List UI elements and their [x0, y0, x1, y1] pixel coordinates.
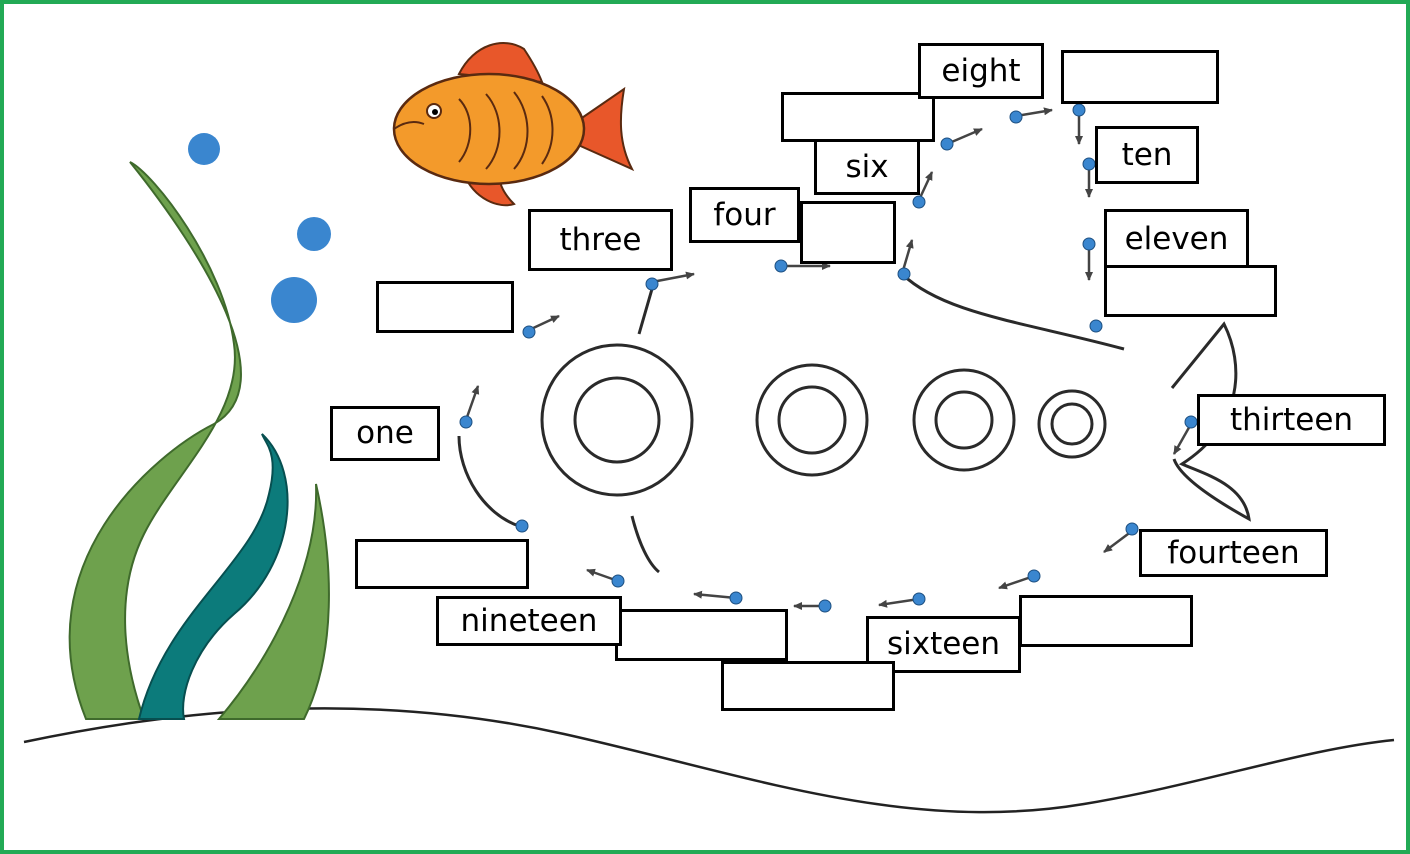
answer-box-five[interactable] — [800, 201, 896, 264]
ring-icon — [540, 343, 1107, 497]
number-box-one: one — [330, 406, 440, 461]
bubble-icon — [188, 133, 220, 165]
number-box-four: four — [689, 187, 800, 243]
number-box-fourteen: fourteen — [1139, 529, 1328, 577]
answer-box-eighteen[interactable] — [615, 609, 788, 661]
answer-box-seventeen[interactable] — [721, 661, 895, 711]
path-lines — [457, 272, 1251, 574]
number-box-six: six — [814, 139, 920, 195]
answer-box-nine[interactable] — [1061, 50, 1219, 104]
seaweed-icon — [68, 161, 330, 720]
number-box-eleven: eleven — [1104, 209, 1249, 269]
answer-box-twenty[interactable] — [355, 539, 529, 589]
number-box-ten: ten — [1095, 126, 1199, 184]
bubble-icon — [271, 277, 317, 323]
number-box-three: three — [528, 209, 673, 271]
scene-illustration — [23, 41, 1395, 814]
answer-box-twelve[interactable] — [1104, 265, 1277, 317]
number-box-nineteen: nineteen — [436, 596, 622, 646]
answer-box-two[interactable] — [376, 281, 514, 333]
seafloor-line — [23, 707, 1395, 814]
goldfish-icon — [392, 41, 635, 207]
number-box-eight: eight — [918, 43, 1044, 99]
number-box-thirteen: thirteen — [1197, 394, 1386, 446]
answer-box-seven[interactable] — [781, 92, 935, 142]
bubble-icon — [297, 217, 331, 251]
dot-markers — [459, 103, 1198, 613]
answer-box-fifteen[interactable] — [1019, 595, 1193, 647]
